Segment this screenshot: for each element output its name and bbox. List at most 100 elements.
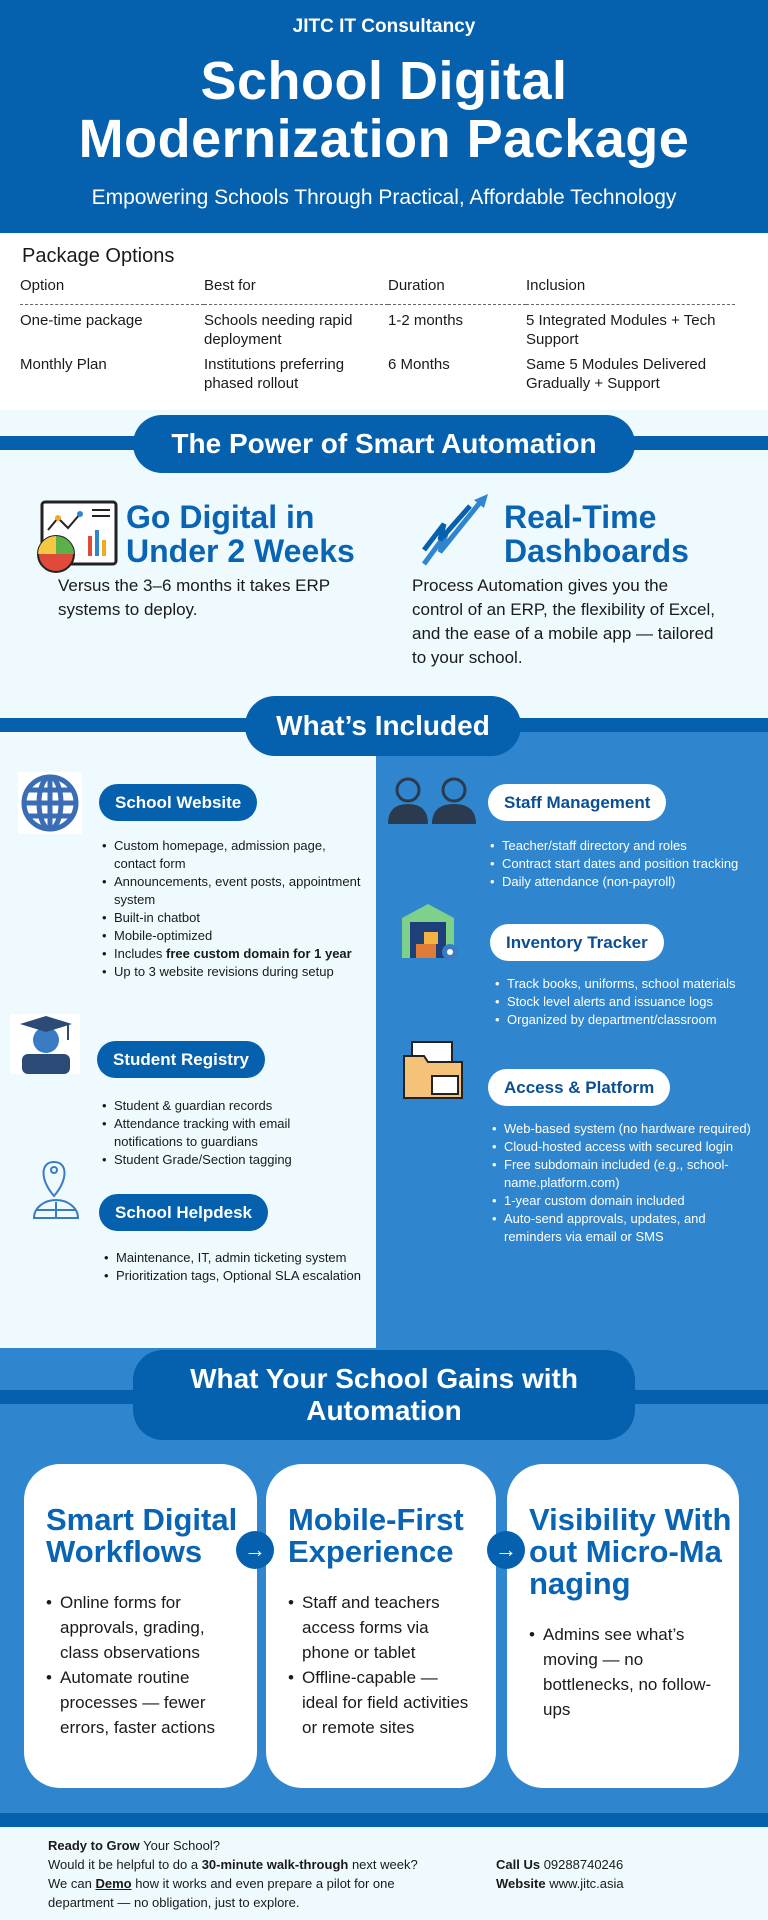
cell: Institutions preferring phased rollout bbox=[204, 356, 345, 392]
text: how it works and even prepare a pilot fo… bbox=[48, 1876, 395, 1910]
module-school-website: School Website bbox=[99, 784, 258, 821]
card-list: Admins see what’s moving — no bottleneck… bbox=[529, 1622, 733, 1722]
package-table: Option Best for Duration Inclusion One-t… bbox=[20, 275, 735, 393]
col-duration: Duration bbox=[388, 275, 526, 305]
cell: Monthly Plan bbox=[20, 356, 107, 373]
folder-documents-icon bbox=[403, 1041, 463, 1099]
feature-text: Versus the 3–6 months it takes ERP syste… bbox=[58, 576, 330, 619]
phone: Call Us 09288740246 bbox=[496, 1855, 624, 1874]
title-line-1: School Digital bbox=[200, 51, 568, 111]
list-item: Automate routine processes — fewer error… bbox=[46, 1665, 239, 1740]
list-item: Up to 3 website revisions during setup bbox=[100, 963, 362, 981]
list-item: Auto-send approvals, updates, and remind… bbox=[490, 1210, 760, 1246]
list-item: Attendance tracking with email notificat… bbox=[100, 1115, 362, 1151]
cta-text: Would it be helpful to do a 30-minute wa… bbox=[48, 1855, 438, 1912]
cell: One-time package bbox=[20, 312, 143, 329]
list-item: Teacher/staff directory and roles bbox=[488, 837, 758, 855]
package-title: Package Options bbox=[22, 245, 175, 267]
list-item: Includes free custom domain for 1 year bbox=[100, 945, 362, 963]
gain-card: Visibility Without Micro-Managing Admins… bbox=[507, 1464, 739, 1788]
list-item: Admins see what’s moving — no bottleneck… bbox=[529, 1622, 733, 1722]
module-staff-management: Staff Management bbox=[488, 784, 667, 821]
website-link[interactable]: www.jitc.asia bbox=[549, 1876, 624, 1891]
subtitle: Empowering Schools Through Practical, Af… bbox=[91, 186, 677, 209]
analytics-chart-icon bbox=[37, 500, 118, 573]
text: next week? We can bbox=[48, 1857, 418, 1891]
card-list: Online forms for approvals, grading, cla… bbox=[46, 1590, 239, 1740]
col-inclusion: Inclusion bbox=[526, 275, 735, 305]
col-option: Option bbox=[20, 275, 204, 305]
list-item: Custom homepage, admission page, contact… bbox=[100, 837, 362, 873]
col-best-for: Best for bbox=[204, 275, 388, 305]
card-title: Smart Digital Workflows bbox=[46, 1502, 238, 1569]
cell: Schools needing rapid deployment bbox=[204, 312, 353, 348]
arrow-right-icon: → bbox=[487, 1531, 525, 1569]
feature-text: Process Automation gives you the control… bbox=[412, 576, 716, 667]
list-item: Prioritization tags, Optional SLA escala… bbox=[102, 1267, 364, 1285]
gains-title: What Your School Gains with Automation bbox=[133, 1350, 635, 1440]
list-item: Online forms for approvals, grading, cla… bbox=[46, 1590, 239, 1665]
list-item: Student & guardian records bbox=[100, 1097, 362, 1115]
cta-heading: Ready to Grow Your School? bbox=[48, 1836, 438, 1855]
list-item: Student Grade/Section tagging bbox=[100, 1151, 362, 1169]
card-list: Staff and teachers access forms via phon… bbox=[288, 1590, 478, 1740]
included-title: What’s Included bbox=[245, 696, 521, 756]
title-line-2: Modernization Package bbox=[78, 109, 690, 169]
cell: 5 Integrated Modules + Tech Support bbox=[526, 312, 716, 348]
feature-heading: Real-Time Dashboards bbox=[504, 499, 689, 569]
globe-icon bbox=[18, 772, 82, 834]
list-item: Track books, uniforms, school materials bbox=[493, 975, 763, 993]
label: Call Us bbox=[496, 1857, 541, 1872]
list-item: Mobile-optimized bbox=[100, 927, 362, 945]
table-row: Monthly Plan Institutions preferring pha… bbox=[20, 349, 735, 393]
phone-number[interactable]: 09288740246 bbox=[543, 1857, 624, 1872]
list-item: Free subdomain included (e.g., school-na… bbox=[490, 1156, 760, 1192]
text: Your School? bbox=[139, 1838, 220, 1853]
module-school-helpdesk: School Helpdesk bbox=[99, 1194, 268, 1231]
list-item: 1-year custom domain included bbox=[490, 1192, 760, 1210]
gain-card: Mobile-First Experience Staff and teache… bbox=[266, 1464, 496, 1788]
trend-arrow-icon bbox=[421, 494, 488, 566]
graduate-icon bbox=[10, 1014, 80, 1074]
table-row: One-time package Schools needing rapid d… bbox=[20, 305, 735, 350]
list-item: Cloud-hosted access with secured login bbox=[490, 1138, 760, 1156]
cell: 6 Months bbox=[388, 356, 450, 373]
staff-list: Teacher/staff directory and roles Contra… bbox=[488, 837, 758, 891]
cell: 1-2 months bbox=[388, 312, 464, 329]
footer-contact: Call Us 09288740246 Website www.jitc.asi… bbox=[496, 1855, 624, 1893]
access-list: Web-based system (no hardware required) … bbox=[490, 1120, 760, 1246]
list-item: Web-based system (no hardware required) bbox=[490, 1120, 760, 1138]
demo-link[interactable]: Demo bbox=[95, 1876, 132, 1891]
footer-band bbox=[0, 1813, 768, 1827]
helpdesk-list: Maintenance, IT, admin ticketing system … bbox=[102, 1249, 364, 1285]
text: Would it be helpful to do a bbox=[48, 1857, 202, 1872]
list-item: Announcements, event posts, appointment … bbox=[100, 873, 362, 909]
footer-cta: Ready to Grow Your School? Would it be h… bbox=[48, 1836, 438, 1912]
gain-card: Smart Digital Workflows Online forms for… bbox=[24, 1464, 257, 1788]
website-list: Custom homepage, admission page, contact… bbox=[100, 837, 362, 981]
module-access-platform: Access & Platform bbox=[488, 1069, 671, 1106]
list-item: Contract start dates and position tracki… bbox=[488, 855, 758, 873]
bold-text: Ready to Grow bbox=[48, 1838, 140, 1853]
card-title: Visibility Without Micro-Managing bbox=[529, 1502, 732, 1601]
company-name: JITC IT Consultancy bbox=[292, 16, 476, 37]
location-globe-icon bbox=[32, 1161, 80, 1219]
inventory-list: Track books, uniforms, school materials … bbox=[493, 975, 763, 1029]
list-item: Daily attendance (non-payroll) bbox=[488, 873, 758, 891]
warehouse-icon bbox=[402, 904, 458, 960]
cell: Same 5 Modules Delivered Gradually + Sup… bbox=[526, 356, 707, 392]
list-item: Offline-capable — ideal for field activi… bbox=[288, 1665, 478, 1740]
card-title: Mobile-First Experience bbox=[288, 1502, 464, 1569]
list-item: Built-in chatbot bbox=[100, 909, 362, 927]
list-item: Staff and teachers access forms via phon… bbox=[288, 1590, 478, 1665]
list-item: Stock level alerts and issuance logs bbox=[493, 993, 763, 1011]
staff-icon bbox=[388, 777, 476, 824]
bold-text: 30-minute walk-through bbox=[201, 1857, 349, 1872]
website: Website www.jitc.asia bbox=[496, 1874, 624, 1893]
text: Includes bbox=[114, 946, 167, 961]
arrow-right-icon: → bbox=[236, 1531, 274, 1569]
package-options: Package Options Option Best for Duration… bbox=[0, 233, 768, 410]
module-student-registry: Student Registry bbox=[97, 1041, 266, 1078]
